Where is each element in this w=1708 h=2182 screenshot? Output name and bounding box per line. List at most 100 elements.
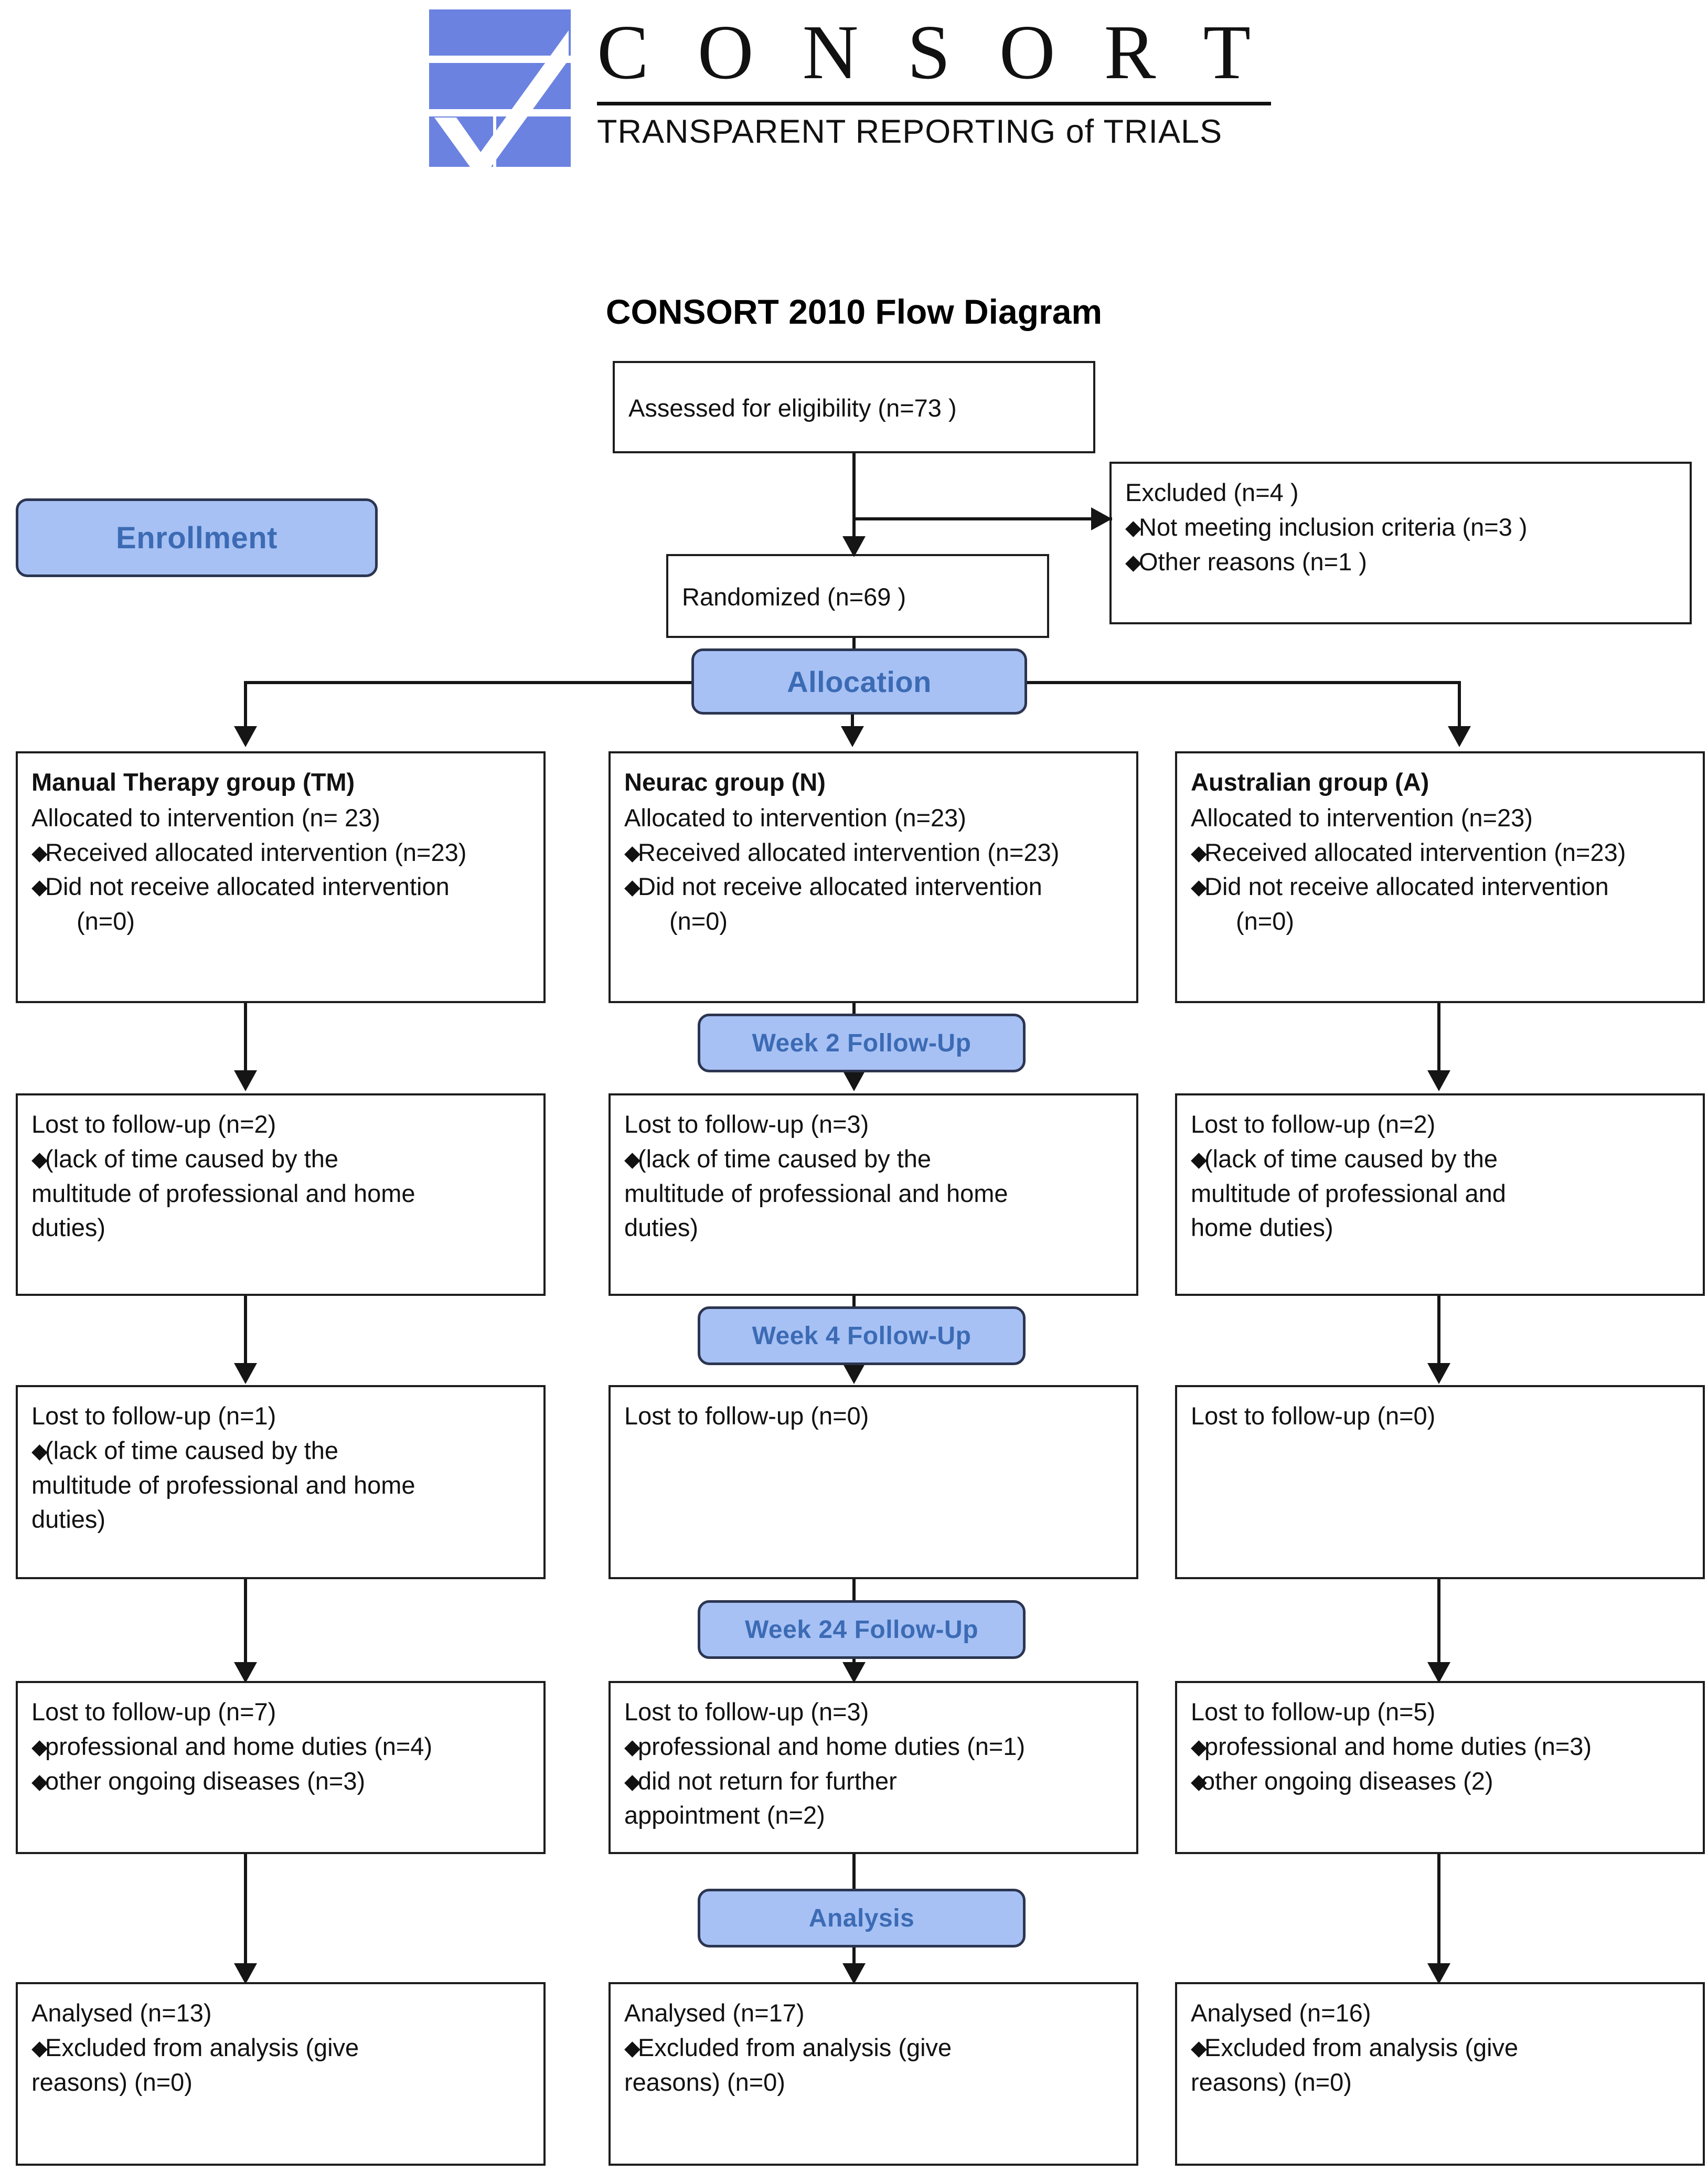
lost-bullet: ◆(lack of time caused by the: [31, 1433, 530, 1468]
lost-heading: Lost to follow-up (n=3): [624, 1110, 869, 1138]
box-excluded: Excluded (n=4 ) ◆Not meeting inclusion c…: [1109, 462, 1692, 624]
page-title: CONSORT 2010 Flow Diagram: [605, 292, 1103, 331]
lost-bullet-2-cont: appointment (n=2): [624, 1801, 825, 1829]
group-bullet-2-cont: (n=0): [1236, 907, 1295, 935]
box-group-neurac: Neurac group (N) Allocated to interventi…: [609, 751, 1138, 1003]
lost-bullet: ◆(lack of time caused by the: [1191, 1142, 1689, 1176]
analysed-bullet: ◆Excluded from analysis (give: [624, 2030, 1123, 2065]
assessed-text: Assessed for eligibility (n=73 ): [628, 394, 957, 422]
lost-bullet-1: ◆professional and home duties (n=4): [31, 1729, 530, 1764]
lost-heading: Lost to follow-up (n=2): [1191, 1110, 1436, 1138]
analysed-heading: Analysed (n=16): [1191, 1999, 1371, 2027]
analysed-bullet: ◆Excluded from analysis (give: [31, 2030, 530, 2065]
group-allocated: Allocated to intervention (n=23): [1191, 803, 1533, 832]
stage-banner-week2: Week 2 Follow-Up: [698, 1014, 1026, 1072]
lost-bullet-2: ◆did not return for further: [624, 1764, 1123, 1798]
diamond-bullet-icon: ◆: [624, 1770, 640, 1793]
connector-week24-to-analysis-right: [1437, 1854, 1440, 1981]
connector-week24-to-analysis-left: [244, 1854, 247, 1981]
diamond-bullet-icon: ◆: [31, 1439, 48, 1463]
connector-week4-to-week24-right: [1437, 1579, 1440, 1680]
arrowhead-week4-right: [1427, 1363, 1450, 1384]
arrowhead-allocation-right: [1448, 726, 1471, 747]
arrowhead-week4-left: [234, 1363, 257, 1384]
allocation-drop-left: [244, 681, 247, 742]
diamond-bullet-icon: ◆: [31, 1147, 48, 1171]
excluded-bullet-2: ◆Other reasons (n=1 ): [1125, 545, 1676, 579]
diamond-bullet-icon: ◆: [1125, 516, 1141, 539]
group-bullet-1: ◆Received allocated intervention (n=23): [624, 835, 1123, 870]
connector-week2-to-week4-left: [244, 1296, 247, 1380]
arrowhead-week24-left: [234, 1662, 257, 1683]
lost-heading: Lost to follow-up (n=5): [1191, 1698, 1436, 1726]
lost-bullet-1: ◆professional and home duties (n=3): [1191, 1729, 1689, 1764]
box-week2-manual-therapy: Lost to follow-up (n=2) ◆(lack of time c…: [16, 1093, 546, 1296]
box-week4-neurac: Lost to follow-up (n=0): [609, 1385, 1138, 1579]
box-randomized: Randomized (n=69 ): [666, 554, 1049, 638]
arrowhead-week24-center: [842, 1662, 866, 1683]
box-week2-neurac: Lost to follow-up (n=3) ◆(lack of time c…: [609, 1093, 1138, 1296]
group-title: Australian group (A): [1191, 768, 1429, 796]
box-analysis-manual-therapy: Analysed (n=13) ◆Excluded from analysis …: [16, 1982, 546, 2166]
lost-cont-2: duties): [624, 1214, 699, 1242]
consort-tagline-text: TRANSPARENT REPORTING of TRIALS: [597, 113, 1223, 150]
lost-heading: Lost to follow-up (n=3): [624, 1698, 869, 1726]
box-week2-australian: Lost to follow-up (n=2) ◆(lack of time c…: [1175, 1093, 1705, 1296]
diamond-bullet-icon: ◆: [31, 1770, 48, 1793]
connector-week4-to-week24-left: [244, 1579, 247, 1680]
randomized-text: Randomized (n=69 ): [682, 583, 906, 611]
diamond-bullet-icon: ◆: [624, 1735, 640, 1759]
diamond-bullet-icon: ◆: [1191, 2036, 1207, 2060]
box-week24-australian: Lost to follow-up (n=5) ◆professional an…: [1175, 1681, 1705, 1854]
lost-bullet-2: ◆other ongoing diseases (2): [1191, 1764, 1689, 1798]
diamond-bullet-icon: ◆: [31, 841, 48, 865]
lost-heading: Lost to follow-up (n=7): [31, 1698, 276, 1726]
arrowhead-allocation-center: [841, 726, 864, 747]
diamond-bullet-icon: ◆: [624, 876, 640, 899]
box-week24-manual-therapy: Lost to follow-up (n=7) ◆professional an…: [16, 1681, 546, 1854]
analysed-bullet-cont: reasons) (n=0): [31, 2068, 193, 2096]
logo-bar-middle: [429, 63, 571, 109]
diamond-bullet-icon: ◆: [1191, 1735, 1207, 1759]
box-analysis-neurac: Analysed (n=17) ◆Excluded from analysis …: [609, 1982, 1138, 2166]
stage-banner-analysis: Analysis: [698, 1889, 1026, 1947]
diamond-bullet-icon: ◆: [31, 1735, 48, 1759]
consort-wordmark-text: C O N S O R T: [597, 9, 1266, 95]
arrowhead-analysis-right: [1427, 1963, 1450, 1984]
diamond-bullet-icon: ◆: [624, 2036, 640, 2060]
group-bullet-1: ◆Received allocated intervention (n=23): [31, 835, 530, 870]
arrowhead-to-randomized: [842, 536, 866, 557]
lost-cont-1: multitude of professional and home: [624, 1179, 1008, 1207]
logo-bar-top: [429, 9, 571, 56]
group-allocated: Allocated to intervention (n= 23): [31, 803, 380, 832]
lost-bullet: ◆(lack of time caused by the: [31, 1142, 530, 1176]
stage-banner-enrollment: Enrollment: [16, 498, 378, 577]
diamond-bullet-icon: ◆: [31, 876, 48, 899]
connector-assessed-to-randomized: [852, 453, 856, 553]
analysed-bullet-cont: reasons) (n=0): [1191, 2068, 1352, 2096]
excluded-title: Excluded (n=4 ): [1125, 478, 1299, 506]
consort-wordmark: C O N S O R T TRANSPARENT REPORTING of T…: [597, 9, 1284, 151]
box-group-australian: Australian group (A) Allocated to interv…: [1175, 751, 1705, 1003]
diamond-bullet-icon: ◆: [624, 841, 640, 865]
lost-cont-1: multitude of professional and: [1191, 1179, 1506, 1207]
logo-divider-rule: [597, 101, 1271, 105]
group-bullet-2: ◆Did not receive allocated intervention: [1191, 869, 1689, 904]
group-bullet-2: ◆Did not receive allocated intervention: [31, 869, 530, 904]
analysed-heading: Analysed (n=13): [31, 1999, 212, 2027]
arrowhead-week2-center: [842, 1070, 866, 1091]
arrowhead-to-excluded: [1091, 507, 1112, 530]
lost-cont-2: home duties): [1191, 1214, 1333, 1242]
arrowhead-analysis-left: [234, 1963, 257, 1984]
connector-to-excluded: [852, 517, 1112, 520]
box-analysis-australian: Analysed (n=16) ◆Excluded from analysis …: [1175, 1982, 1705, 2166]
diamond-bullet-icon: ◆: [1191, 1770, 1207, 1793]
lost-heading: Lost to follow-up (n=2): [31, 1110, 276, 1138]
group-title: Neurac group (N): [624, 768, 826, 796]
diamond-bullet-icon: ◆: [1191, 1147, 1207, 1171]
connector-week2-to-week4-right: [1437, 1296, 1440, 1380]
box-group-manual-therapy: Manual Therapy group (TM) Allocated to i…: [16, 751, 546, 1003]
arrowhead-week4-center: [842, 1363, 866, 1384]
arrowhead-week2-right: [1427, 1070, 1450, 1091]
group-bullet-2-cont: (n=0): [77, 907, 135, 935]
